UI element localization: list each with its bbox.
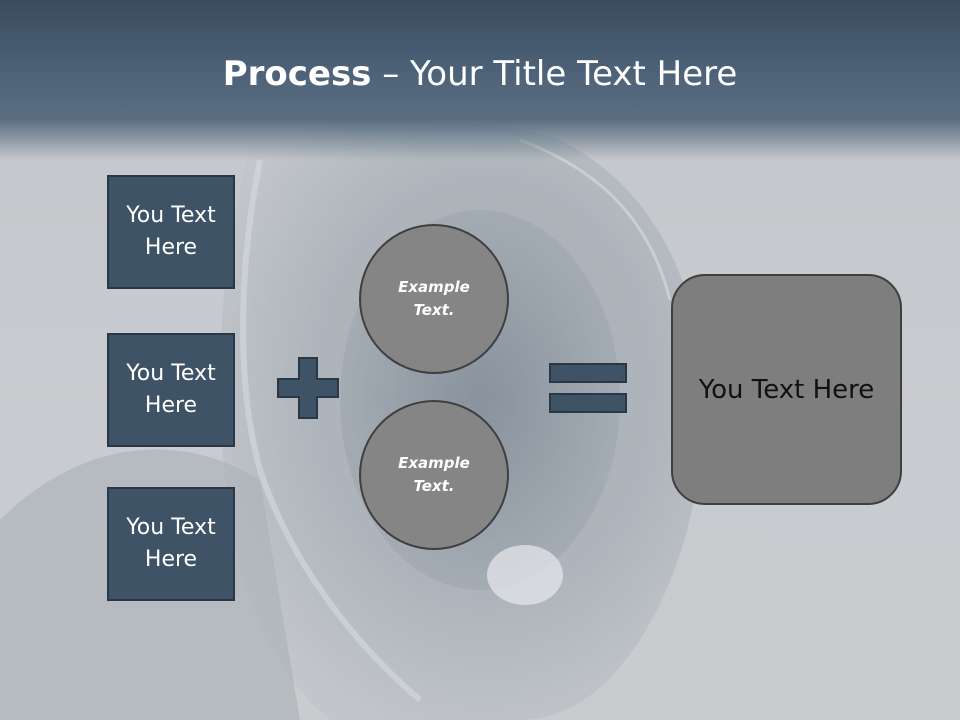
equals-icon-top-bar bbox=[549, 363, 627, 383]
circle-1: Example Text. bbox=[359, 224, 509, 374]
title-bold: Process bbox=[222, 54, 372, 94]
circle-2: Example Text. bbox=[359, 400, 509, 550]
left-box-2-label: You Text Here bbox=[126, 361, 216, 418]
result-box: You Text Here bbox=[671, 274, 902, 505]
left-box-1: You Text Here bbox=[107, 175, 235, 289]
left-box-3-label: You Text Here bbox=[126, 515, 216, 572]
title-rest: – Your Title Text Here bbox=[371, 54, 738, 94]
left-box-1-label: You Text Here bbox=[126, 203, 216, 260]
title-band bbox=[0, 0, 960, 160]
left-box-3: You Text Here bbox=[107, 487, 235, 601]
circle-1-label: Example Text. bbox=[398, 278, 470, 319]
left-box-2: You Text Here bbox=[107, 333, 235, 447]
circle-2-label: Example Text. bbox=[398, 454, 470, 495]
result-label: You Text Here bbox=[698, 374, 875, 405]
plus-icon bbox=[277, 357, 339, 419]
equals-icon-bottom-bar bbox=[549, 393, 627, 413]
slide-title: Process – Your Title Text Here bbox=[0, 52, 960, 96]
